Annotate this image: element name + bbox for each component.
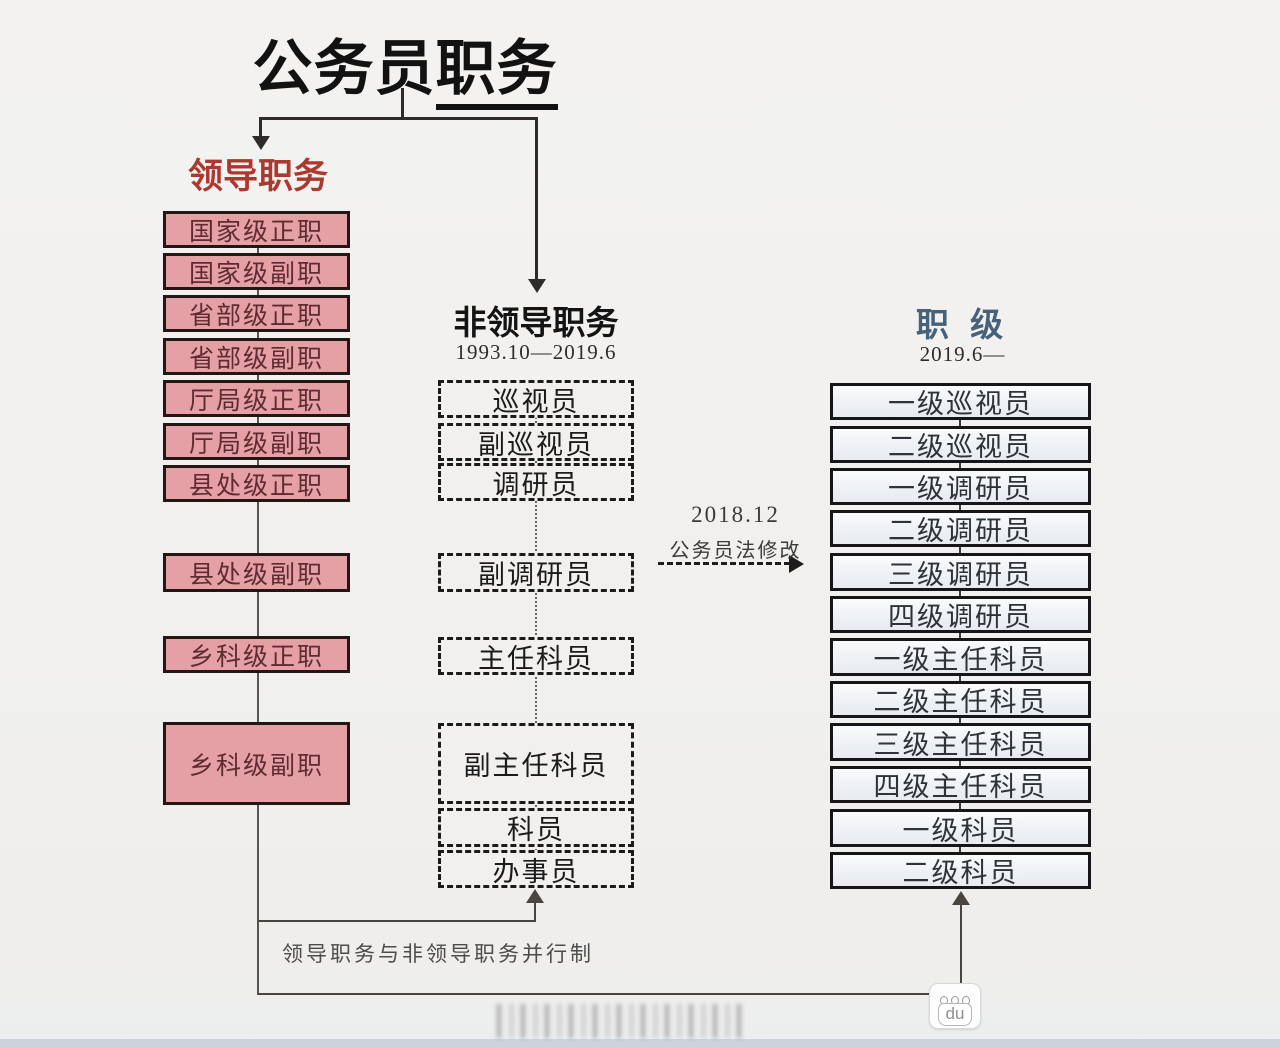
nonleadership-header: 非领导职务 (453, 304, 619, 341)
leadership-box-7: 县处级正职 (163, 465, 350, 502)
title-underlined: 职务 (435, 35, 558, 110)
nonleadership-box-7: 科员 (438, 808, 634, 847)
law-change-arrowhead-icon (789, 555, 804, 573)
left-branch-line (259, 117, 262, 137)
law-change-date: 2018.12 (691, 502, 780, 527)
rank-header: 职 级 (915, 306, 1010, 343)
left-branch-arrowhead-icon (252, 136, 270, 150)
blurred-watermark (497, 1004, 745, 1038)
law-change-annotation: 2018.12 公务员法修改 (648, 502, 823, 563)
law-change-text: 公务员法修改 (669, 540, 802, 562)
rank-feed-vertical-line (960, 903, 962, 994)
watermark-logo-text: du (937, 1003, 973, 1026)
right-branch-arrowhead-icon (528, 279, 546, 293)
title-main: 公务员 (252, 35, 436, 102)
rank-box-10: 四级主任科员 (830, 766, 1091, 803)
leadership-box-6: 厅局级副职 (163, 423, 350, 460)
nonleadership-box-3: 调研员 (438, 463, 634, 501)
rank-subtitle: 2019.6— (919, 342, 1006, 366)
bottom-edge-strip (0, 1039, 1280, 1047)
nonleadership-box-2: 副巡视员 (438, 423, 634, 461)
nonleadership-box-6: 副主任科员 (438, 723, 634, 804)
title-stem-line (401, 88, 404, 119)
baidu-watermark-logo: du (929, 983, 981, 1029)
nonleadership-box-4: 副调研员 (438, 553, 634, 592)
rank-box-11: 一级科员 (830, 809, 1091, 847)
leadership-box-5: 厅局级正职 (163, 380, 350, 417)
law-change-dashed-arrow-line (658, 562, 790, 565)
parallel-system-note: 领导职务与非领导职务并行制 (282, 942, 594, 966)
leadership-box-3: 省部级正职 (163, 295, 350, 332)
parallel-branch-horizontal-line (258, 920, 536, 922)
leadership-header: 领导职务 (187, 157, 328, 196)
bottom-horizontal-line (258, 993, 962, 995)
nonleadership-box-5: 主任科员 (438, 637, 634, 675)
rank-box-7: 一级主任科员 (830, 638, 1091, 676)
nonleadership-box-8: 办事员 (438, 850, 634, 888)
rank-box-8: 二级主任科员 (830, 681, 1091, 718)
rank-box-5: 三级调研员 (830, 553, 1091, 591)
rank-box-9: 三级主任科员 (830, 723, 1091, 761)
leadership-box-1: 国家级正职 (163, 211, 350, 248)
leadership-box-4: 省部级副职 (163, 338, 350, 375)
rank-box-12: 二级科员 (830, 852, 1091, 889)
rank-box-1: 一级巡视员 (830, 383, 1091, 420)
rank-feed-arrowhead-icon (952, 891, 970, 905)
leadership-box-8: 县处级副职 (163, 553, 350, 592)
nonleadership-subtitle: 1993.10—2019.6 (455, 340, 617, 364)
rank-box-3: 一级调研员 (830, 468, 1091, 505)
rank-box-4: 二级调研员 (830, 510, 1091, 547)
nonleadership-box-1: 巡视员 (438, 380, 634, 418)
leadership-box-10: 乡科级副职 (163, 722, 350, 805)
nonleadership-dotted-spine (535, 400, 537, 855)
rank-box-2: 二级巡视员 (830, 426, 1091, 463)
rank-box-6: 四级调研员 (830, 596, 1091, 633)
right-branch-line (535, 117, 538, 280)
leadership-box-9: 乡科级正职 (163, 636, 350, 673)
parallel-branch-vertical-line (534, 900, 536, 921)
leadership-spine-line (257, 235, 259, 995)
tree-horizontal-line (259, 117, 538, 120)
parallel-branch-arrowhead-icon (526, 889, 544, 903)
page-title: 公务员职务 (225, 20, 585, 110)
leadership-box-2: 国家级副职 (163, 253, 350, 290)
